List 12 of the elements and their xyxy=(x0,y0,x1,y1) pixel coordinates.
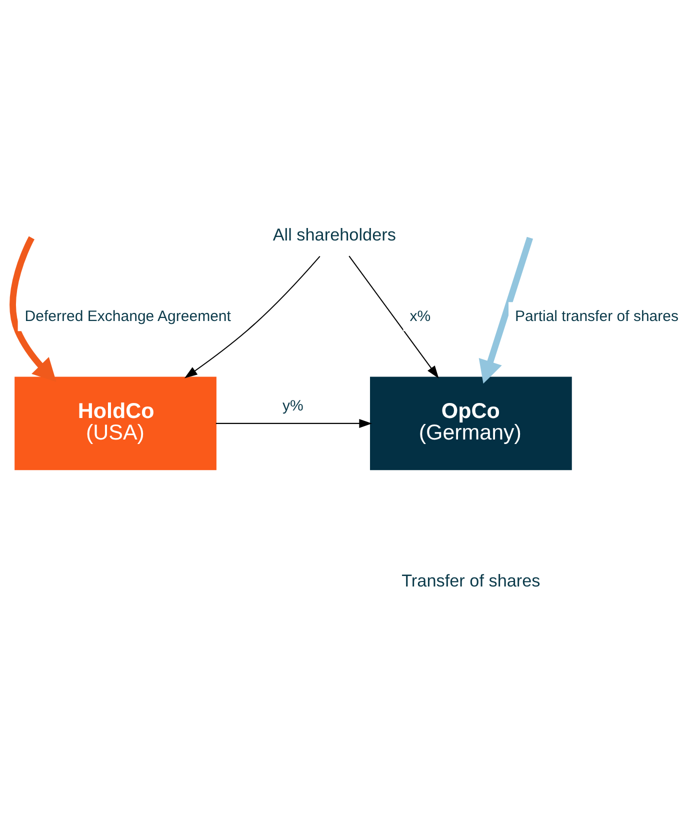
edge-label: Deferred Exchange Agreement xyxy=(24,308,231,325)
edge-label: y% xyxy=(282,396,304,414)
edge-label: x% xyxy=(410,308,431,325)
arrow xyxy=(216,418,372,428)
node-box: HoldCo (USA) xyxy=(14,376,216,470)
label: Transfer of shares xyxy=(402,570,540,590)
edge-label: Partial transfer of shares xyxy=(514,308,679,325)
node-box: OpCo (Germany) xyxy=(370,376,572,470)
arrow xyxy=(184,255,320,378)
node-text: All shareholders xyxy=(272,224,396,244)
arrow xyxy=(478,236,534,384)
arrow xyxy=(10,236,56,382)
